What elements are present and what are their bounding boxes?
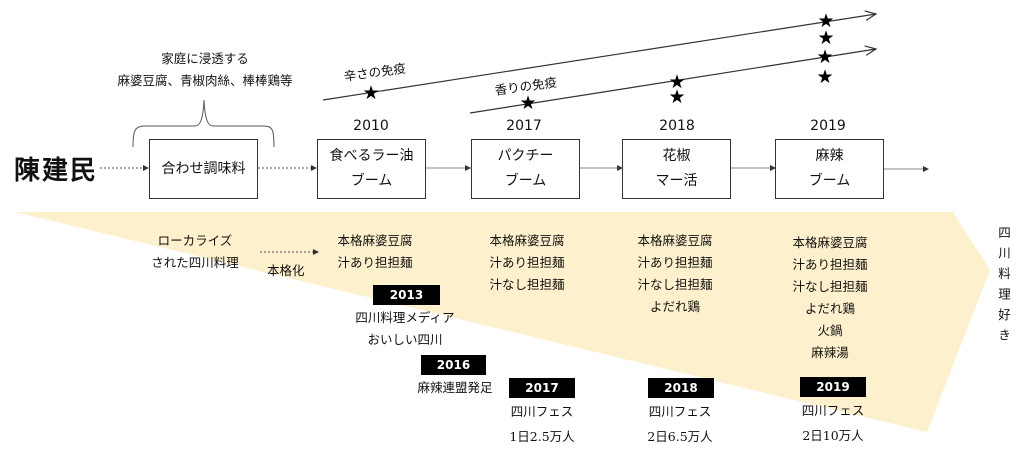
star-icon: ★: [817, 27, 835, 49]
spice-immunity-line: [322, 14, 876, 101]
dish-item: 火鍋: [817, 323, 843, 338]
dish-item: 本格麻婆豆腐: [489, 233, 565, 248]
dish-item: よだれ鶏: [649, 299, 700, 314]
year-label-2019: 2019: [810, 118, 846, 134]
timeline-box-rayu-boom: 食べるラー油 ブーム: [317, 139, 426, 199]
dish-item: 汁あり担担麺: [489, 255, 565, 270]
star-icon: ★: [668, 71, 686, 93]
dish-column-2018: 本格麻婆豆腐 汁あり担担麺 汁なし担担麺 よだれ鶏: [625, 230, 725, 318]
localized-line1: ローカライズ: [157, 233, 233, 248]
dish-item: 汁なし担担麺: [637, 277, 713, 292]
timeline-box-mala-boom: 麻辣 ブーム: [775, 139, 884, 199]
authenticity-label: 本格化: [267, 263, 305, 278]
event-line: 四川フェス: [801, 403, 865, 418]
household-line1: 家庭に浸透する: [161, 51, 249, 66]
localized-sichuan-label: ローカライズ された四川料理: [140, 230, 250, 274]
event-year-badge-2016: 2016: [421, 355, 486, 375]
box-line: 食べるラー油: [329, 148, 414, 164]
event-year-badge-2019: 2019: [800, 377, 866, 397]
box-line: パクチー: [497, 148, 554, 164]
destination-label: 四川料理好き: [996, 226, 1011, 349]
star-icon: ★: [816, 46, 834, 68]
dish-item: 汁なし担担麺: [792, 279, 868, 294]
event-line: 四川フェス: [648, 404, 712, 419]
star-icon: ★: [519, 92, 537, 114]
event-2018-text: 四川フェス 2日6.5万人: [630, 401, 730, 448]
star-icon: ★: [668, 86, 686, 108]
funnel-shape: [15, 212, 990, 432]
dish-item: 本格麻婆豆腐: [792, 235, 868, 250]
box-line: 花椒: [662, 148, 691, 164]
year-label-2018: 2018: [659, 118, 695, 134]
dish-item: 汁あり担担麺: [337, 255, 413, 270]
event-2019-text: 四川フェス 2日10万人: [783, 400, 883, 447]
year-label-2010: 2010: [353, 118, 389, 134]
dish-column-2017: 本格麻婆豆腐 汁あり担担麺 汁なし担担麺: [477, 230, 577, 296]
localized-line2: された四川料理: [151, 255, 239, 270]
household-bracket: [132, 99, 275, 148]
event-year-badge-2018: 2018: [648, 378, 714, 398]
star-icon: ★: [816, 66, 834, 88]
event-line: 1日2.5万人: [509, 429, 575, 444]
event-2017-text: 四川フェス 1日2.5万人: [492, 401, 592, 448]
box-line: ブーム: [350, 173, 393, 189]
box-line: 合わせ調味料: [161, 160, 246, 177]
dish-column-2010: 本格麻婆豆腐 汁あり担担麺: [325, 230, 425, 274]
dish-item: 麻辣湯: [811, 345, 849, 360]
star-icon: ★: [817, 10, 835, 32]
dish-item: 本格麻婆豆腐: [637, 233, 713, 248]
event-line: 2日10万人: [802, 428, 864, 443]
event-year-badge-2017: 2017: [509, 378, 575, 398]
dish-column-2019: 本格麻婆豆腐 汁あり担担麺 汁なし担担麺 よだれ鶏 火鍋 麻辣湯: [780, 232, 880, 364]
event-line: 麻辣連盟発足: [417, 380, 493, 395]
dish-item: 汁あり担担麺: [792, 257, 868, 272]
event-2013-text: 四川料理メディア おいしい四川: [350, 307, 460, 351]
dish-item: 汁なし担担麺: [489, 277, 565, 292]
dish-item: よだれ鶏: [804, 301, 855, 316]
event-line: 四川フェス: [510, 404, 574, 419]
event-year-badge-2013: 2013: [373, 285, 440, 305]
dish-item: 本格麻婆豆腐: [337, 233, 413, 248]
box-line: 麻辣: [815, 148, 844, 164]
year-label-2017: 2017: [506, 118, 542, 134]
box-line: ブーム: [808, 173, 851, 189]
household-line2: 麻婆豆腐、青椒肉絲、棒棒鶏等: [117, 73, 293, 88]
event-line: 四川料理メディア: [355, 310, 455, 325]
timeline-box-pakuchi-boom: パクチー ブーム: [471, 139, 580, 199]
box-line: ブーム: [504, 173, 547, 189]
event-line: 2日6.5万人: [647, 429, 713, 444]
event-2016-text: 麻辣連盟発足: [405, 377, 505, 399]
star-icon: ★: [362, 82, 380, 104]
dish-item: 汁あり担担麺: [637, 255, 713, 270]
timeline-box-seasoning: 合わせ調味料: [149, 139, 258, 199]
aroma-immunity-line: [469, 49, 876, 114]
timeline-box-huajiao: 花椒 マー活: [622, 139, 731, 199]
person-name: 陳建民: [14, 156, 99, 186]
box-line: マー活: [655, 173, 698, 189]
household-label: 家庭に浸透する 麻婆豆腐、青椒肉絲、棒棒鶏等: [110, 48, 300, 92]
event-line: おいしい四川: [367, 332, 443, 347]
